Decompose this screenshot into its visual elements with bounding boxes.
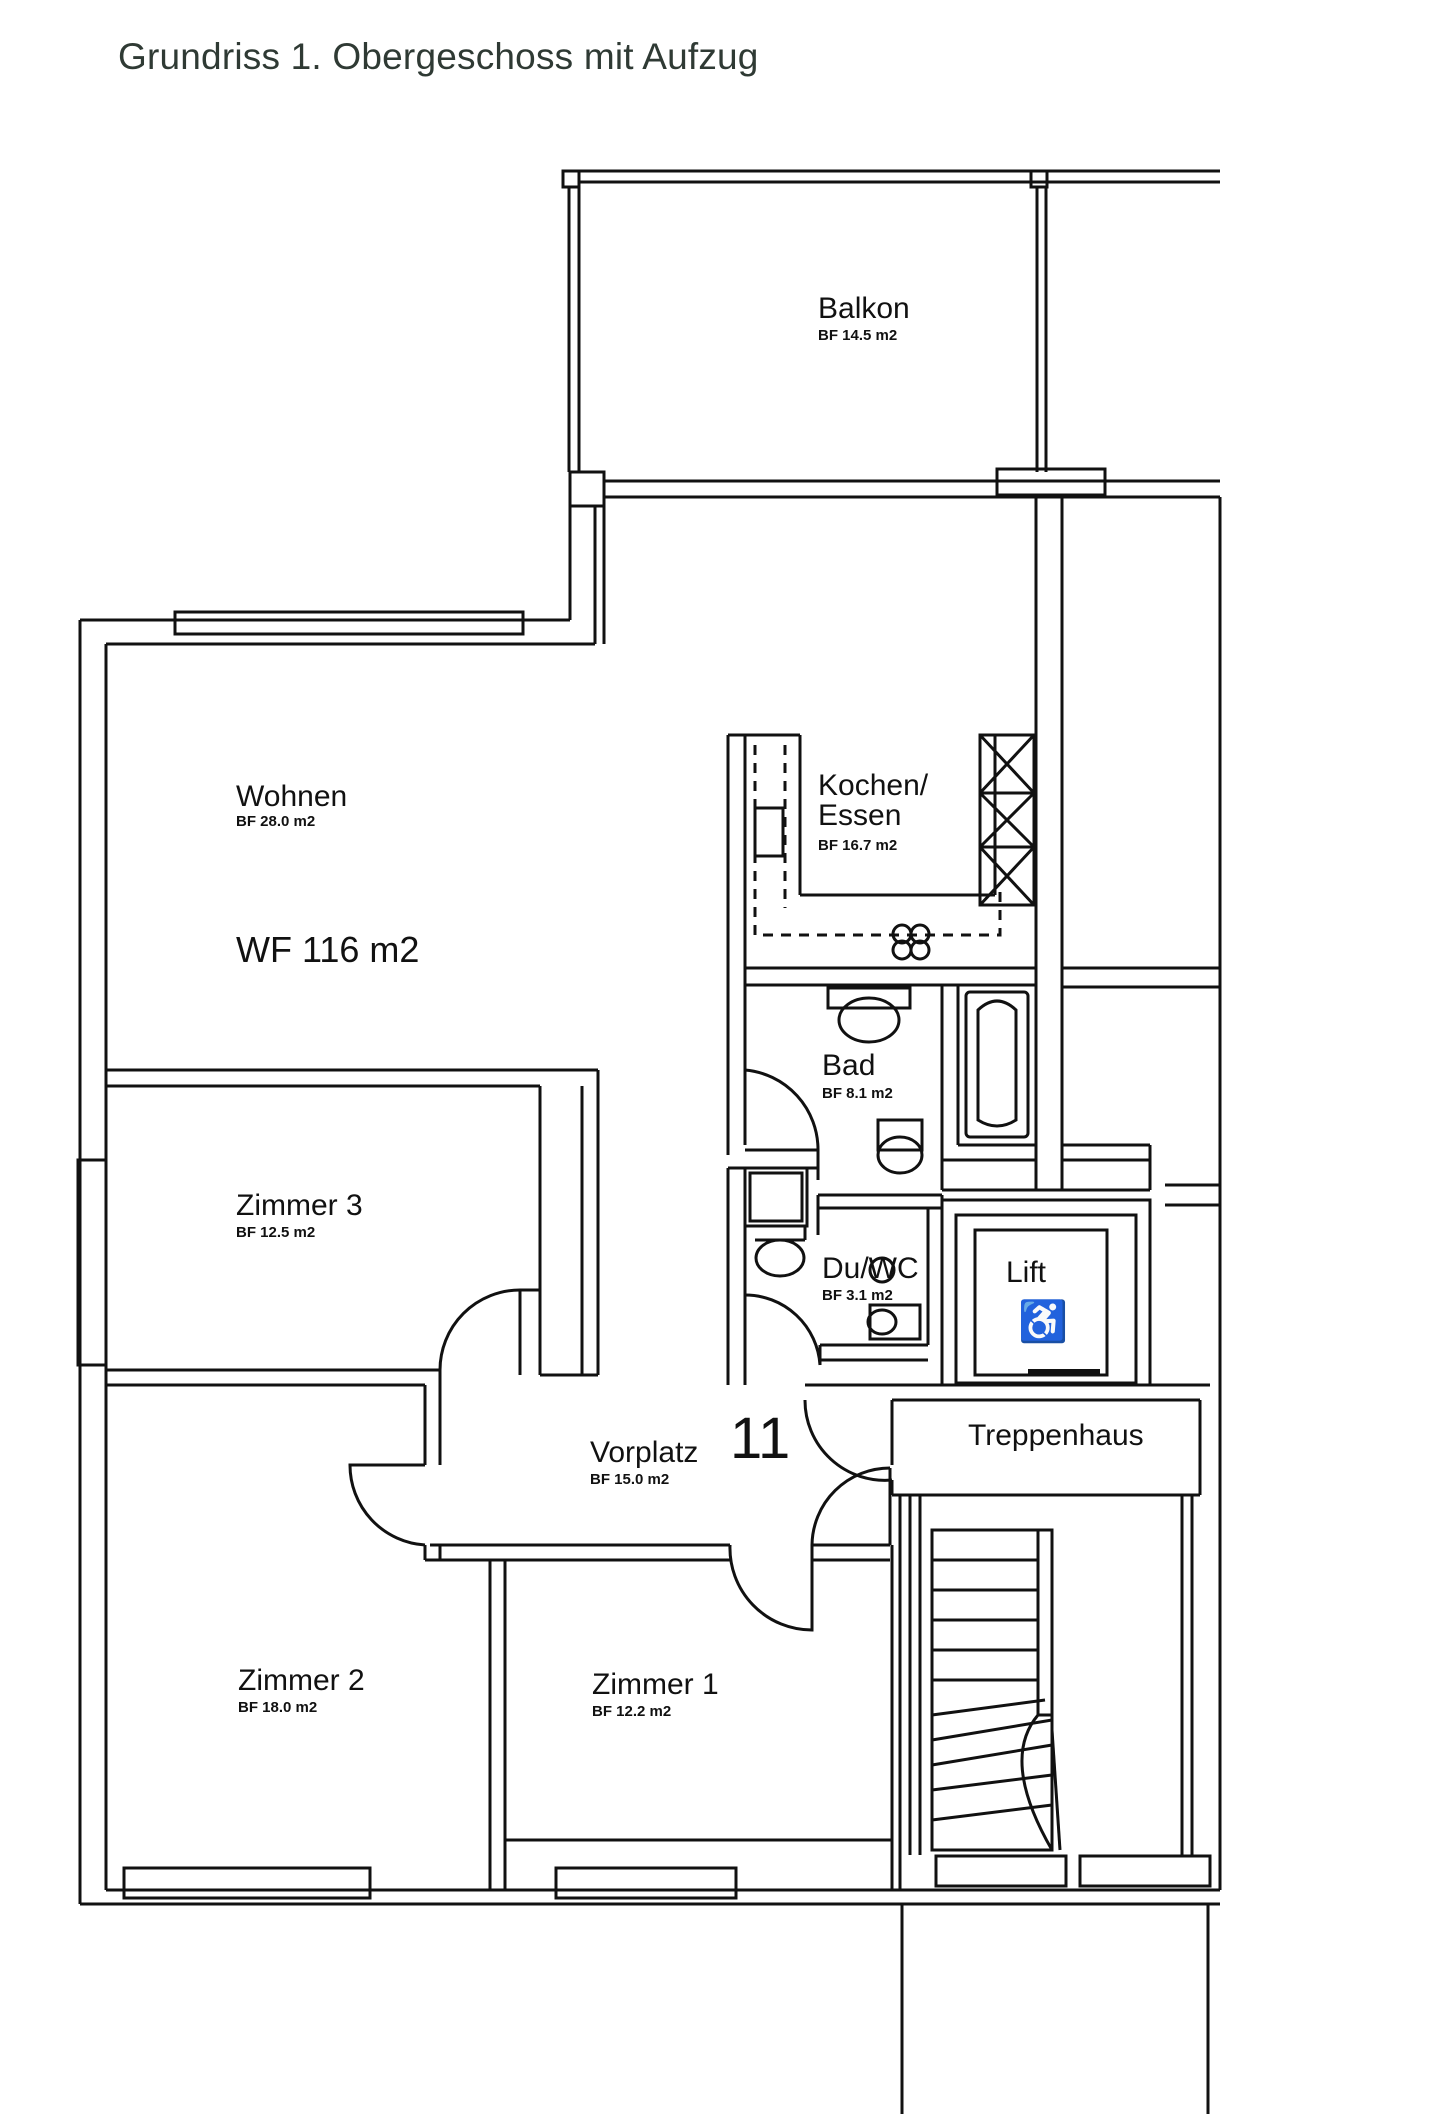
interior-walls [106,495,1220,2114]
room2-area: BF 18.0 m2 [238,1699,317,1716]
hall-area: BF 15.0 m2 [590,1471,669,1488]
room3-area: BF 12.5 m2 [236,1224,315,1241]
unit-number: 11 [730,1406,790,1471]
living-area: BF 28.0 m2 [236,813,315,830]
wheelchair-icon: ♿ [1018,1298,1068,1344]
balcony-label: Balkon [818,292,910,325]
bath-area: BF 8.1 m2 [822,1085,893,1102]
room1-label: Zimmer 1 [592,1668,719,1701]
stairwell-label: Treppenhaus [968,1419,1144,1452]
living-label: Wohnen [236,780,347,813]
shower-wc-area: BF 3.1 m2 [822,1287,893,1304]
page-title: Grundriss 1. Obergeschoss mit Aufzug [118,36,759,77]
kitchen-label-2: Essen [818,799,901,832]
exterior-walls [76,497,1222,1906]
room-labels: Balkon BF 14.5 m2 Wohnen BF 28.0 m2 WF 1… [236,292,1144,1720]
lift-label: Lift [1006,1256,1047,1289]
bath-label: Bad [822,1049,875,1082]
kitchen-label: Kochen/ [818,769,929,802]
shower-wc-label: Du/WC [822,1252,919,1285]
balcony-outline [561,169,1220,508]
room3-label: Zimmer 3 [236,1189,363,1222]
room1-area: BF 12.2 m2 [592,1703,671,1720]
kitchen-area: BF 16.7 m2 [818,837,897,854]
room2-label: Zimmer 2 [238,1664,365,1697]
hall-label: Vorplatz [590,1436,698,1469]
total-area-label: WF 116 m2 [236,929,419,970]
balcony-area: BF 14.5 m2 [818,327,897,344]
